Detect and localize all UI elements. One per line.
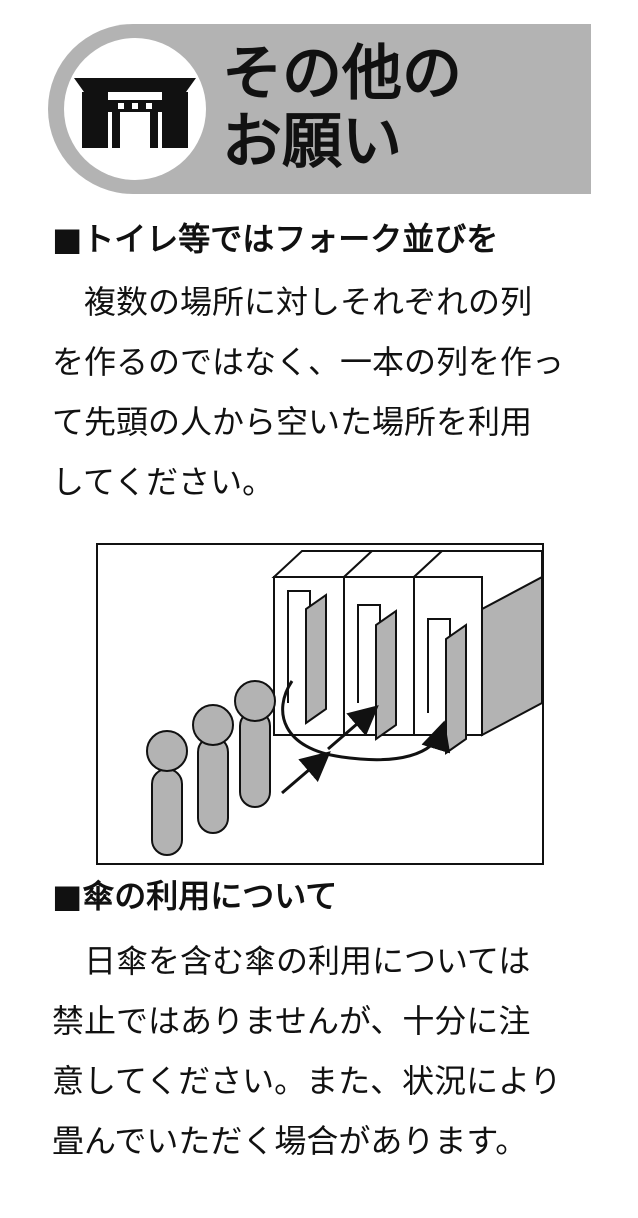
section-body-fork-queue: 複数の場所に対しそれぞれの列 を作るのではなく、一本の列を作っ て先頭の人から空…: [52, 272, 612, 512]
body-line: 禁止ではありませんが、十分に注: [52, 1002, 531, 1040]
body-line: してください。: [52, 463, 275, 501]
header-icon-badge: [64, 38, 206, 180]
body-line: 意してください。また、状況により: [52, 1062, 562, 1100]
section-heading-umbrella: ■傘の利用について: [52, 877, 338, 915]
body-line: 畳んでいただく場合があります。: [52, 1122, 528, 1160]
body-line: 複数の場所に対しそれぞれの列: [52, 283, 533, 321]
section-heading-fork-queue: ■トイレ等ではフォーク並びを: [52, 220, 499, 258]
body-line: 日傘を含む傘の利用については: [52, 942, 531, 980]
castle-gate-icon: [74, 78, 196, 148]
page-title-line-2: お願い: [222, 107, 402, 177]
body-line: を作るのではなく、一本の列を作っ: [52, 343, 565, 381]
section-body-umbrella: 日傘を含む傘の利用については 禁止ではありませんが、十分に注 意してください。ま…: [52, 931, 612, 1171]
body-line: て先頭の人から空いた場所を利用: [52, 403, 533, 441]
fork-queue-illustration: [96, 543, 544, 865]
page-title-line-1: その他の: [222, 39, 462, 109]
page-title: その他の お願い: [222, 40, 582, 176]
